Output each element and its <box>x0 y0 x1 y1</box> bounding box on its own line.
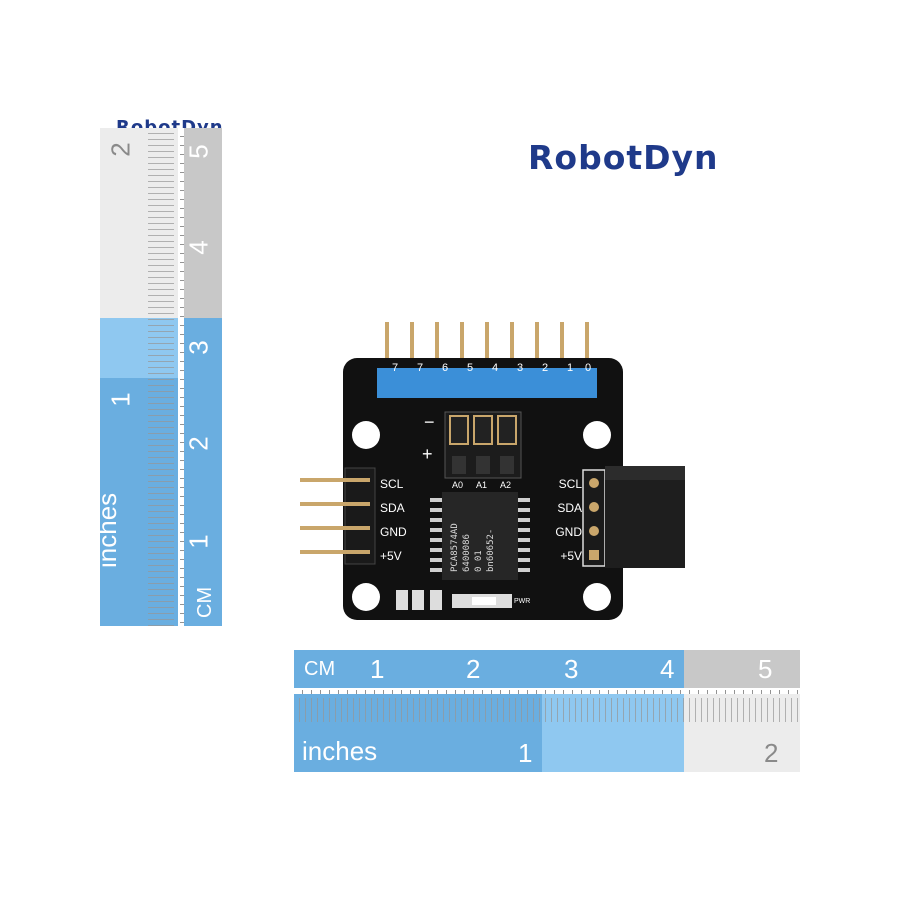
chip-text: 0 01 <box>474 550 484 572</box>
pin-label: GND <box>380 525 407 539</box>
pin-label: 7 <box>392 362 399 374</box>
cm-number-3: 3 <box>183 340 214 355</box>
pin-label: SCL <box>558 477 582 491</box>
vertical-ruler: inches CM 1 2 1 2 3 4 5 <box>92 128 222 626</box>
chip-text: PCA8574AD <box>450 523 460 572</box>
brand-logo-cut: RobotDyn <box>116 117 224 128</box>
chip-text: 6400086 <box>462 534 472 572</box>
chip-text: bn60652- <box>486 528 496 572</box>
pin-label: 4 <box>492 362 499 374</box>
pin-label: GND <box>555 525 582 539</box>
cm-label: CM <box>304 658 336 680</box>
pcb-module <box>300 322 685 620</box>
cm-number-1: 1 <box>183 534 214 549</box>
cm-number-2: 2 <box>183 436 214 451</box>
inch-number-2: 2 <box>105 142 136 157</box>
pin-label: 6 <box>442 362 449 374</box>
h-inch-number-1: 1 <box>518 738 533 768</box>
pin-label: 7 <box>417 362 424 374</box>
h-cm-number-4: 4 <box>660 654 675 684</box>
pin-label: 1 <box>567 362 574 374</box>
horizontal-ruler: CM 1 2 3 4 5 inches 1 2 <box>294 650 800 772</box>
minus-label: − <box>424 412 435 432</box>
pin-label: SDA <box>380 501 405 515</box>
pin-label: 5 <box>467 362 474 374</box>
address-label: A1 <box>476 480 488 490</box>
top-pin-labels: 7 7 6 5 4 3 2 1 0 <box>380 362 600 376</box>
pwr-label: PWR <box>514 598 531 605</box>
pin-label: +5V <box>560 549 582 563</box>
left-pin-labels: SCL SDA GND +5V <box>380 472 407 568</box>
cm-label: CM <box>194 586 216 618</box>
pin-label: +5V <box>380 549 402 563</box>
chip-marking: PCA8574AD 6400086 0 01 bn60652- <box>449 523 497 572</box>
h-cm-number-2: 2 <box>466 654 481 684</box>
inches-label: inches <box>92 492 122 568</box>
cm-number-5: 5 <box>183 144 214 159</box>
right-pin-labels: SCL SDA GND +5V <box>550 472 582 568</box>
h-cm-number-3: 3 <box>564 654 579 684</box>
h-cm-number-1: 1 <box>370 654 385 684</box>
pin-label: 2 <box>542 362 549 374</box>
inch-number-1: 1 <box>105 392 136 407</box>
brand-logo: RobotDyn <box>528 138 719 177</box>
h-cm-number-5: 5 <box>758 654 773 684</box>
pin-label: 3 <box>517 362 524 374</box>
pin-label: SDA <box>557 501 582 515</box>
h-inch-number-2: 2 <box>764 738 779 768</box>
inches-label: inches <box>302 736 378 766</box>
address-label: A2 <box>500 480 512 490</box>
plus-label: + <box>422 444 433 464</box>
address-label: A0 <box>452 480 464 490</box>
cm-number-4: 4 <box>183 240 214 255</box>
pin-label: SCL <box>380 477 404 491</box>
pin-label: 0 <box>585 362 592 374</box>
top-header-pins <box>385 322 589 370</box>
